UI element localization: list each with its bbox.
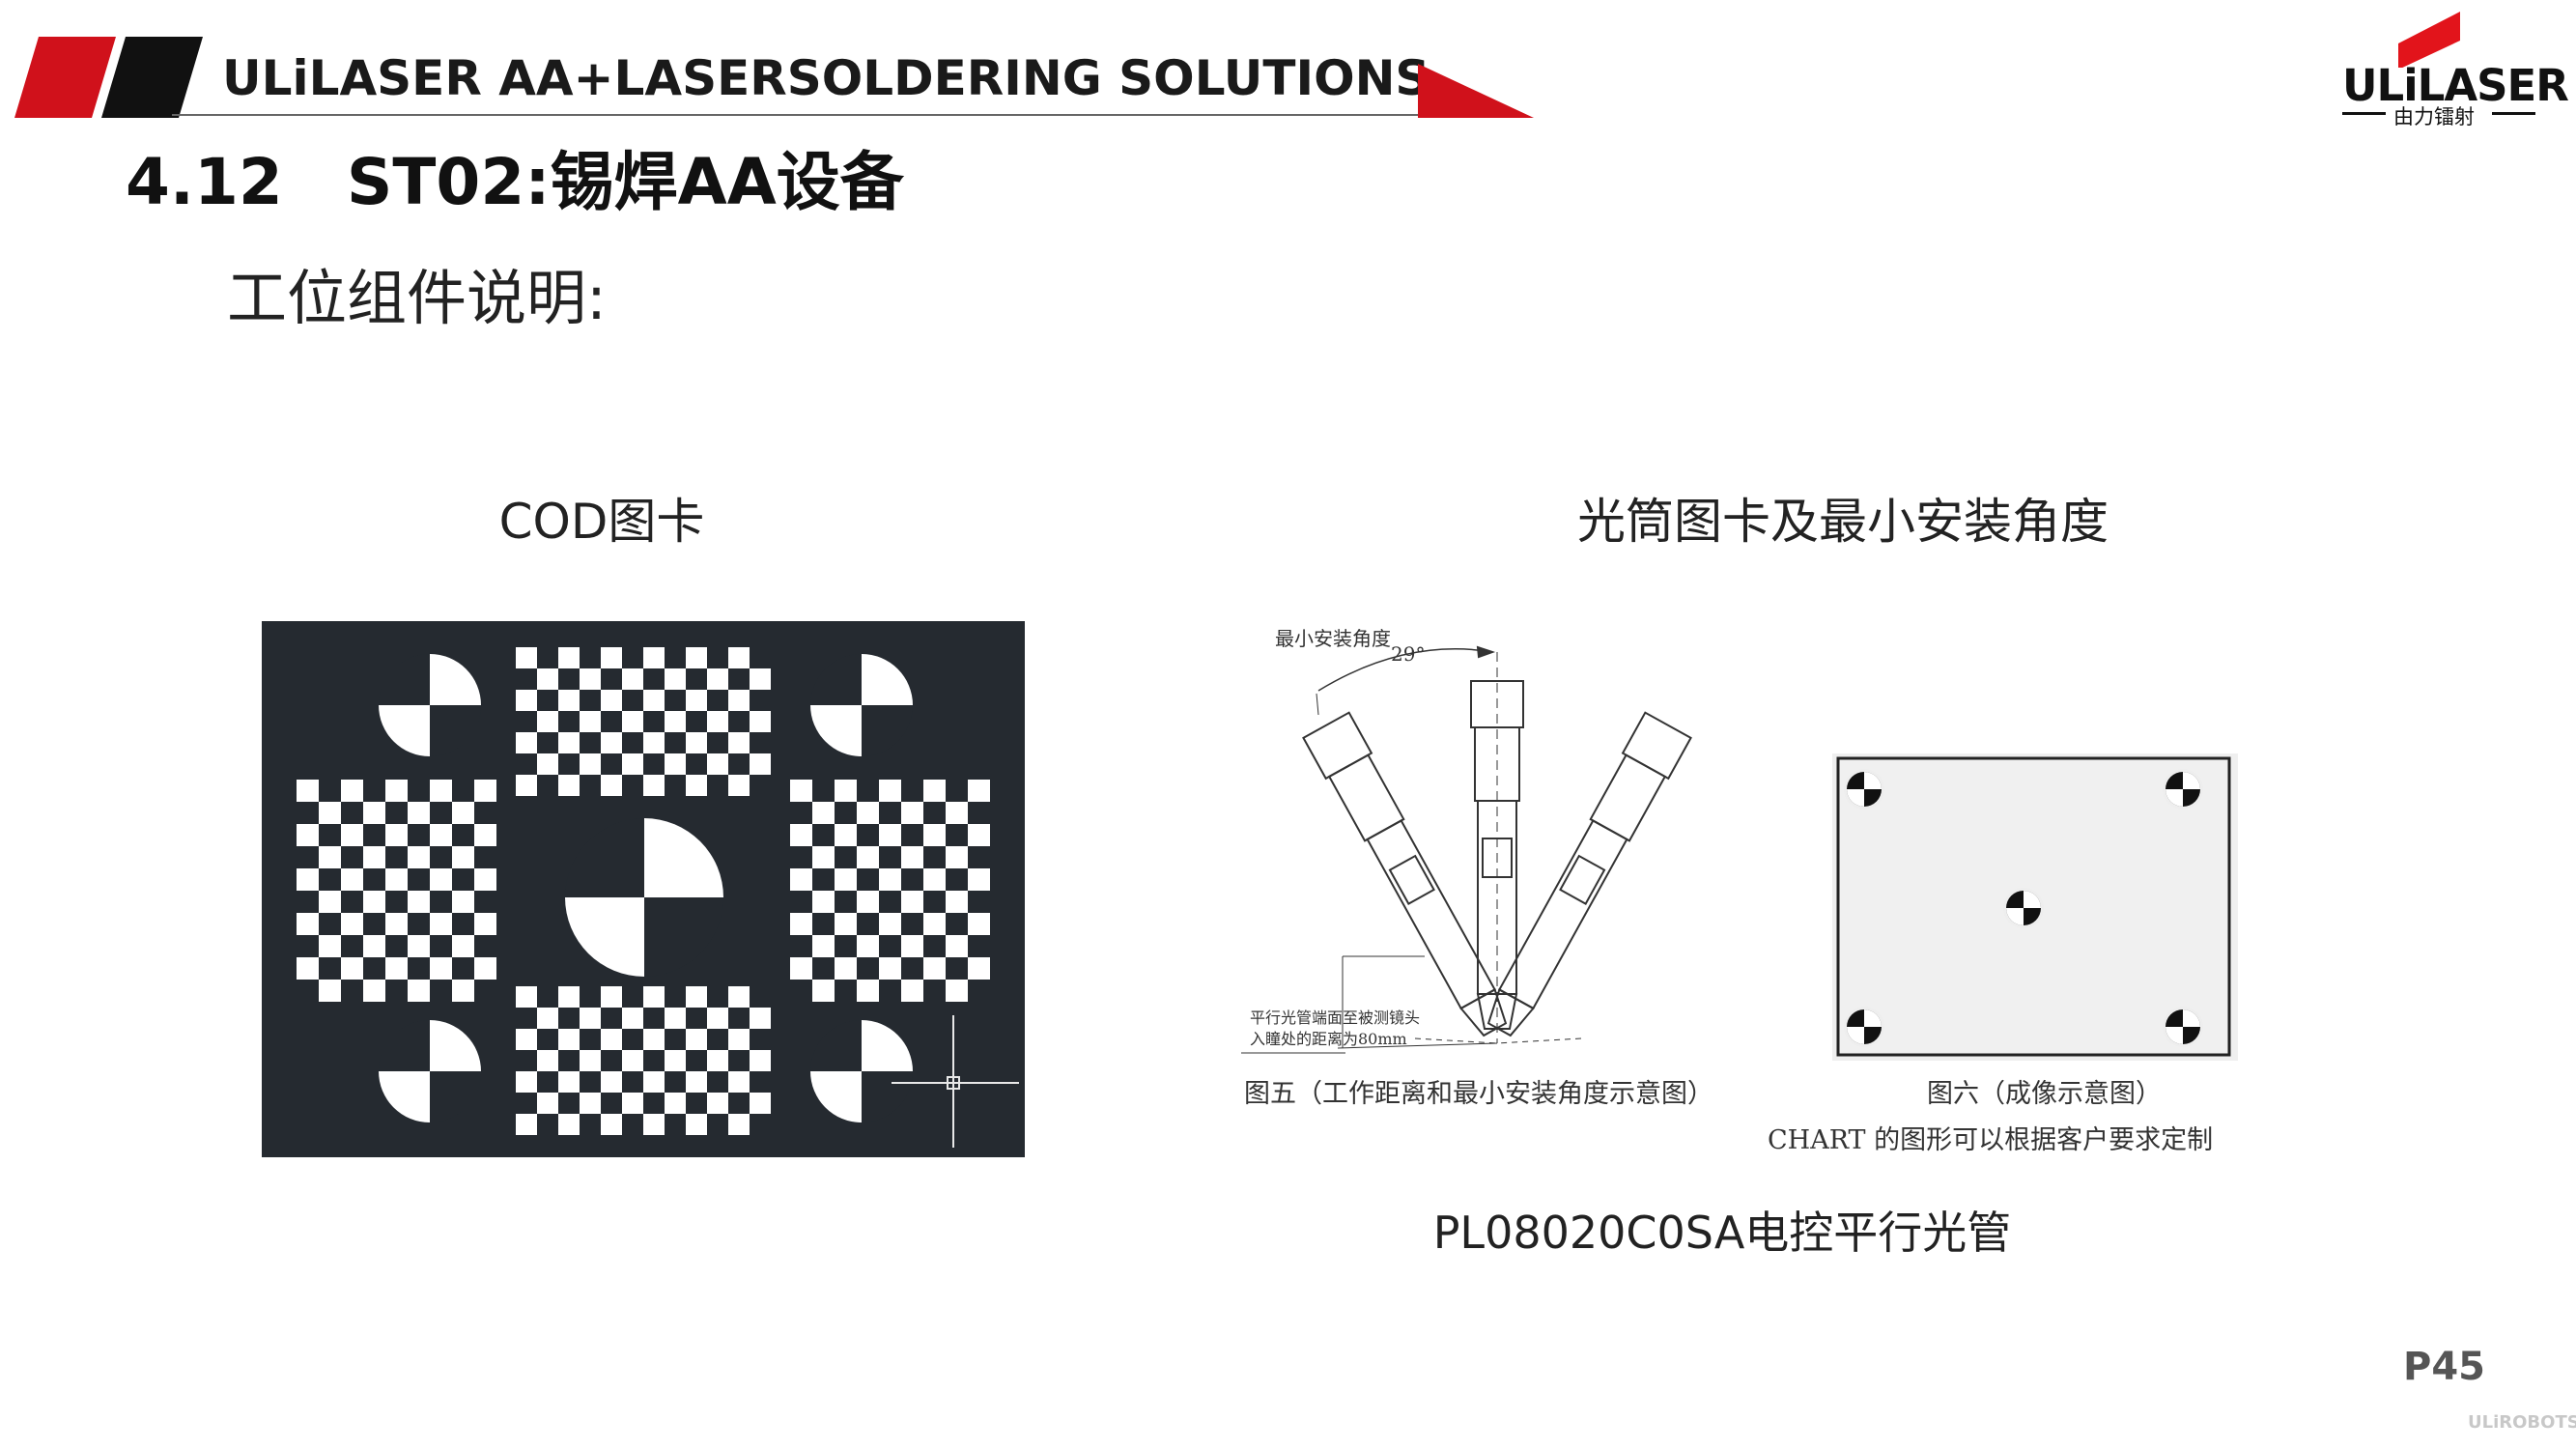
page-number: P45 [2403,1345,2485,1389]
header-red-triangle [1418,64,1534,118]
crosshair-icon [892,1015,1019,1148]
checkerboard-bottom [516,986,771,1135]
logo-line-left [2342,112,2386,115]
figure6-caption: 图六（成像示意图） [1927,1079,2162,1109]
cod-target [379,1020,481,1122]
chart-target [2166,1009,2200,1044]
product-name: PL08020C0SA电控平行光管 [1432,1207,2012,1259]
checkerboard-left [297,780,496,1002]
cod-target [810,1020,913,1122]
checkerboard-top [516,647,771,796]
cod-target [379,654,481,756]
watermark-logo: ULiROBOTS [2468,1412,2576,1433]
section-title: 4.12 ST02:锡焊AA设备 [126,145,904,219]
chart-target [2166,772,2200,807]
min-angle-label: 最小安装角度 [1275,627,1391,650]
distance-note-line2: 入瞳处的距离为80mm [1250,1030,1407,1048]
cod-chart-image [262,621,1025,1157]
chart-target [1847,1009,1882,1044]
collimator-caption: 光筒图卡及最小安装角度 [1577,494,2109,550]
header-accent-shapes [14,37,203,118]
header-divider [172,114,1428,116]
figure5-caption: 图五（工作距离和最小安装角度示意图） [1244,1079,1713,1109]
distance-note-line1: 平行光管端面至被测镜头 [1250,1009,1421,1027]
chart-custom-note: CHART 的图形可以根据客户要求定制 [1768,1125,2214,1155]
cod-card-caption: COD图卡 [498,494,705,550]
chart-target [1847,772,1882,807]
logo-red-mark [2398,12,2460,68]
cod-target [810,654,913,756]
checkerboard-right [790,780,990,1002]
cod-target [565,818,723,977]
angle-value-label: 29° [1391,642,1426,666]
collimator-diagram [1241,645,2238,1061]
subtitle: 工位组件说明: [227,263,607,333]
logo-brand: ULiLASER [2342,60,2569,111]
logo-subtitle: 由力镭射 [2393,105,2475,128]
logo-line-right [2492,112,2535,115]
chart-target [2006,891,2041,925]
header-title: ULiLASER AA+LASERSOLDERING SOLUTIONS [222,50,1430,106]
